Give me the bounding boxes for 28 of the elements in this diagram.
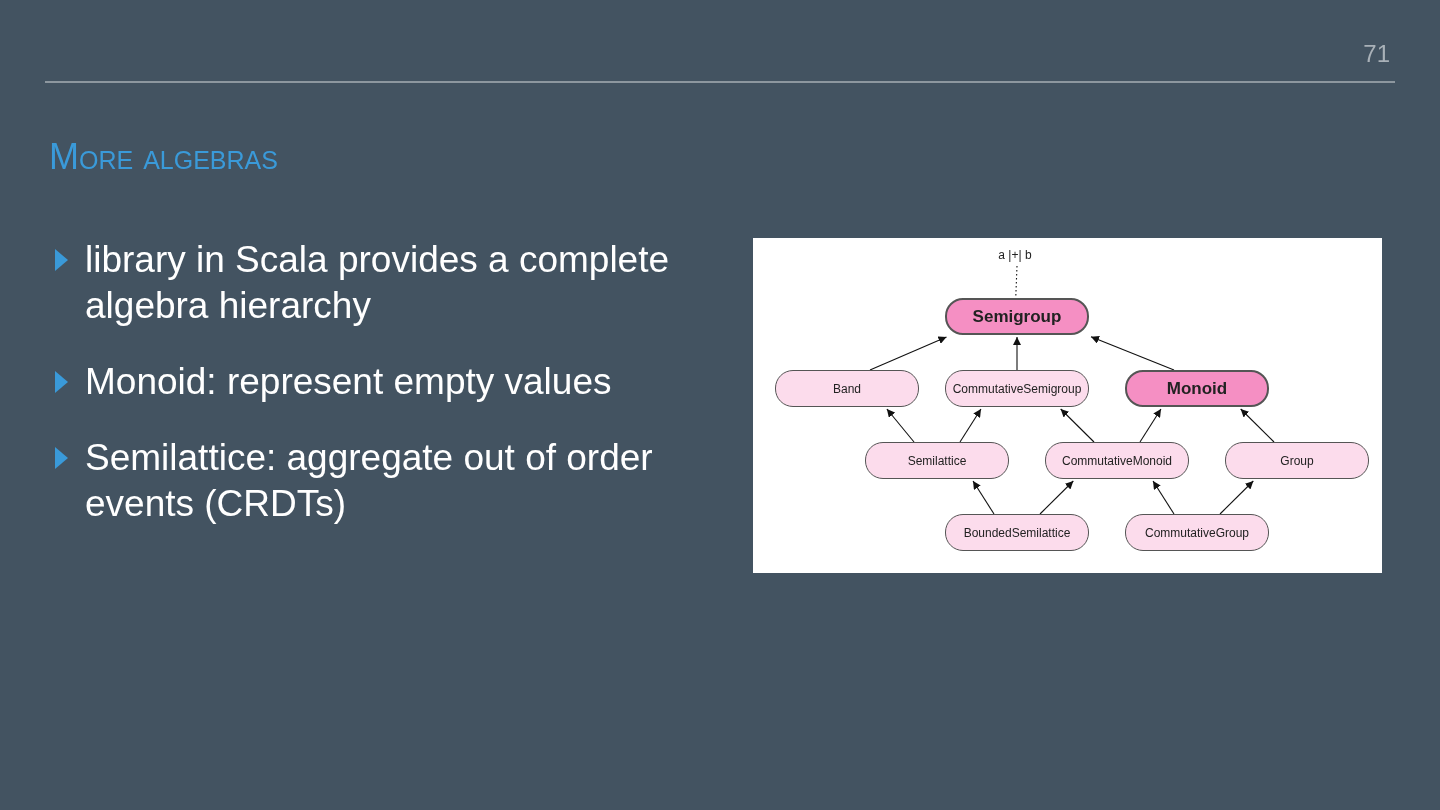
arrow xyxy=(959,408,982,443)
arrow xyxy=(1139,408,1162,443)
arrow xyxy=(886,408,915,443)
arrow xyxy=(1013,336,1021,371)
class-node: CommutativeMonoid xyxy=(1045,442,1189,479)
bullet-text: Monoid: represent empty values xyxy=(85,360,613,404)
class-node: BoundedSemilattice xyxy=(945,514,1089,551)
class-node: CommutativeSemigroup xyxy=(945,370,1089,407)
arrow xyxy=(1060,408,1095,443)
bullet-text: Semilattice: aggregate out of order events (CRDTs) xyxy=(85,436,654,526)
page-number: 71 xyxy=(1362,40,1390,68)
arrow xyxy=(1152,480,1175,515)
arrow xyxy=(1039,480,1074,515)
dotted-line xyxy=(1015,265,1018,297)
arrow xyxy=(1240,408,1275,443)
arrow xyxy=(869,336,948,371)
operator-label: a |+| b xyxy=(989,248,1041,262)
slide-title: More algebras xyxy=(49,136,278,178)
arrow xyxy=(1090,336,1175,371)
class-node: Semigroup xyxy=(945,298,1089,335)
arrow xyxy=(1219,480,1254,515)
arrow xyxy=(972,480,995,515)
class-node: CommutativeGroup xyxy=(1125,514,1269,551)
class-node: Band xyxy=(775,370,919,407)
class-node: Group xyxy=(1225,442,1369,479)
class-node: Semilattice xyxy=(865,442,1009,479)
class-node: Monoid xyxy=(1125,370,1269,407)
bullet-text: library in Scala provides a complete algebra hierarchy xyxy=(85,238,671,328)
